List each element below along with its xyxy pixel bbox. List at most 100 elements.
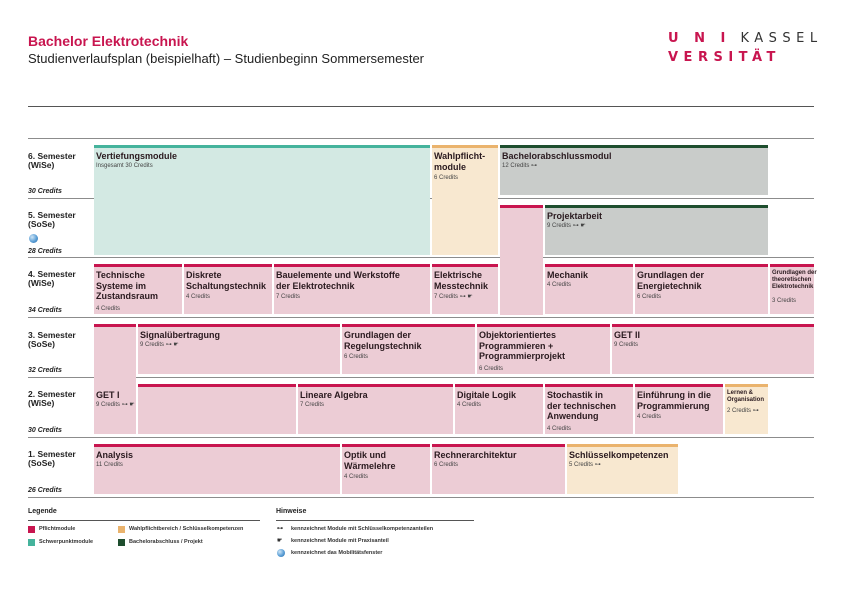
module-lineare-algebra[interactable] bbox=[298, 384, 453, 434]
semester-label: 4. Semester(WiSe) bbox=[28, 270, 76, 288]
module-credits: 7 Credits ⊶ ☛ bbox=[434, 294, 473, 301]
module-credits: 4 Credits bbox=[96, 306, 121, 312]
module-bar bbox=[432, 444, 565, 447]
semester-name: 1. Semester bbox=[28, 449, 76, 459]
legend-label: Schwerpunktmodule bbox=[39, 539, 94, 545]
hint-label: kennzeichnet das Mobilitätsfenster bbox=[291, 550, 383, 556]
module-credits: 4 Credits bbox=[547, 426, 572, 432]
module-wahlpflicht[interactable] bbox=[432, 145, 498, 255]
module-name-line: Programmierung bbox=[637, 400, 710, 411]
module-bar bbox=[545, 205, 768, 208]
module-name-line: Grundlagen der bbox=[344, 330, 412, 340]
module-name-line: Wahlpflicht- bbox=[434, 151, 486, 161]
module-projektarbeit[interactable] bbox=[545, 205, 768, 255]
module-get1[interactable] bbox=[138, 384, 296, 434]
module-bar bbox=[184, 264, 272, 267]
module-get2[interactable] bbox=[612, 324, 814, 374]
hints-divider bbox=[276, 520, 474, 521]
globe-icon bbox=[29, 234, 38, 243]
semester-term: (SoSe) bbox=[28, 339, 55, 349]
key-icon: ⊶ bbox=[594, 462, 601, 468]
globe-icon bbox=[277, 549, 285, 557]
module-lernen-organisation[interactable] bbox=[725, 384, 768, 434]
semester-term: (WiSe) bbox=[28, 278, 55, 288]
semester-term: (SoSe) bbox=[28, 219, 55, 229]
module-bar bbox=[94, 324, 136, 327]
semester-name: 5. Semester bbox=[28, 210, 76, 220]
semester-name: 4. Semester bbox=[28, 269, 76, 279]
module-elektrische-messtechnik[interactable] bbox=[432, 264, 498, 314]
legend-label: Bachelorabschluss / Projekt bbox=[129, 539, 203, 545]
module-signaluebertragung[interactable] bbox=[138, 324, 340, 374]
module-technische-systeme[interactable] bbox=[94, 264, 182, 314]
module-digitale-logik[interactable] bbox=[455, 384, 543, 434]
hand-icon: ☛ bbox=[173, 342, 179, 348]
legend-title: Legende bbox=[28, 508, 57, 515]
module-credits: Insgesamt 30 Credits bbox=[96, 163, 153, 169]
module-bar bbox=[94, 444, 340, 447]
module-rechnerarchitektur[interactable] bbox=[432, 444, 565, 494]
module-name-line: module bbox=[434, 161, 467, 172]
semester-credits: 28 Credits bbox=[28, 248, 62, 255]
module-regelungstechnik[interactable] bbox=[342, 324, 475, 374]
module-energietechnik[interactable] bbox=[635, 264, 768, 314]
module-credits: 6 Credits bbox=[637, 294, 662, 300]
module-credits: 6 Credits bbox=[434, 175, 459, 181]
module-mechanik[interactable] bbox=[545, 264, 633, 314]
module-name: Analysis bbox=[96, 450, 134, 460]
module-analysis[interactable] bbox=[94, 444, 340, 494]
module-schluesselkompetenzen[interactable] bbox=[567, 444, 678, 494]
credits-text: 9 Credits bbox=[547, 223, 572, 229]
module-bar bbox=[138, 384, 296, 387]
module-name: GET I bbox=[96, 390, 120, 400]
semester-label: 2. Semester(WiSe) bbox=[28, 390, 76, 408]
module-bar bbox=[274, 264, 430, 267]
module-name: Schlüsselkompetenzen bbox=[569, 450, 669, 460]
semester-name: 6. Semester bbox=[28, 151, 76, 161]
module-optik-waermelehre[interactable] bbox=[342, 444, 430, 494]
legend-swatch-bachelor bbox=[118, 539, 125, 546]
module-einfuehrung-programmierung[interactable] bbox=[635, 384, 723, 434]
semester-label: 6. Semester(WiSe) bbox=[28, 152, 76, 170]
module-theoretische-elektrotechnik[interactable] bbox=[770, 264, 814, 314]
credits-text: 9 Credits bbox=[96, 402, 121, 408]
semester-label: 5. Semester(SoSe) bbox=[28, 211, 76, 229]
module-name: Vertiefungsmodule bbox=[96, 151, 178, 161]
module-name-line: Wärmelehre bbox=[344, 460, 396, 471]
module-name: GET II bbox=[614, 330, 641, 340]
module-credits: 2 Credits ⊶ bbox=[727, 408, 759, 415]
module-bauelemente[interactable] bbox=[274, 264, 430, 314]
semester-label: 1. Semester(SoSe) bbox=[28, 450, 76, 468]
module-name-line: Stochastik in bbox=[547, 390, 604, 400]
module-connector bbox=[500, 205, 543, 315]
grid-line bbox=[28, 497, 814, 498]
module-name-line: Programmieren + bbox=[479, 340, 554, 351]
module-bar bbox=[477, 324, 610, 327]
module-name-line: Anwendung bbox=[547, 411, 599, 421]
module-stochastik[interactable] bbox=[545, 384, 633, 434]
module-credits: 7 Credits bbox=[276, 294, 301, 300]
module-name-line: der technischen bbox=[547, 400, 617, 411]
module-name: Wahlpflicht-module bbox=[434, 151, 485, 172]
module-diskrete-schaltungstechnik[interactable] bbox=[184, 264, 272, 314]
key-icon: ⊶ bbox=[459, 294, 466, 300]
legend-label: Wahlpflichtbereich / Schlüsselkompetenze… bbox=[129, 526, 244, 532]
module-bar bbox=[432, 264, 498, 267]
module-name-line: Bauelemente und Werkstoffe bbox=[276, 270, 400, 280]
key-icon: ⊶ bbox=[277, 526, 283, 532]
module-name-line: Grundlagen der bbox=[637, 270, 705, 280]
module-vertiefung[interactable] bbox=[94, 145, 430, 255]
module-objektorientiertes-programmieren[interactable] bbox=[477, 324, 610, 374]
module-name-line: Messtechnik bbox=[434, 280, 489, 291]
module-name-line: Optik und bbox=[344, 450, 386, 460]
module-bar bbox=[500, 205, 543, 208]
module-credits: 3 Credits bbox=[772, 298, 797, 304]
module-name-line: Zustandsraum bbox=[96, 291, 159, 301]
module-name: Digitale Logik bbox=[457, 390, 517, 400]
module-name-line: Lernen & bbox=[727, 390, 754, 396]
module-bachelorabschluss[interactable] bbox=[500, 145, 768, 195]
semester-term: (WiSe) bbox=[28, 160, 55, 170]
module-credits: 9 Credits ⊶ ☛ bbox=[547, 223, 586, 230]
